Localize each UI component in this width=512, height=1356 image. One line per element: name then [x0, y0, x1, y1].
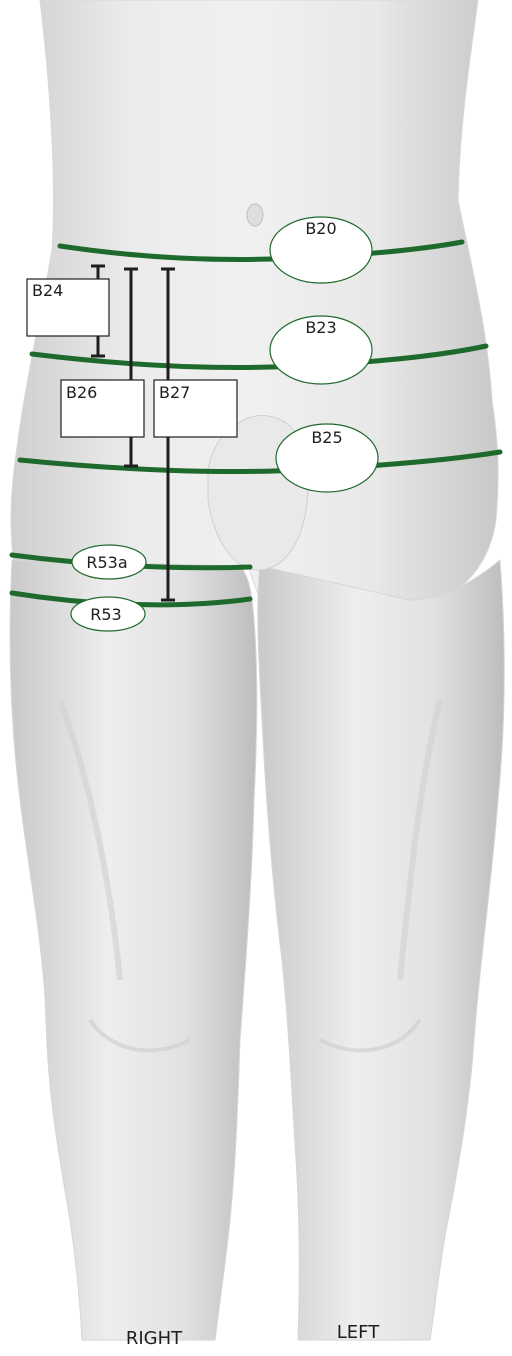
- label-oval-b25: B25: [276, 424, 378, 492]
- label-box-b26: B26: [61, 380, 144, 437]
- label-oval-b23: B23: [270, 316, 372, 384]
- label-b23: B23: [305, 318, 336, 337]
- label-oval-r53a: R53a: [72, 545, 146, 579]
- side-label-left: LEFT: [337, 1322, 380, 1343]
- label-b24: B24: [32, 281, 63, 300]
- label-box-b24: B24: [27, 279, 109, 336]
- label-b20: B20: [305, 219, 336, 238]
- side-label-right: RIGHT: [126, 1328, 183, 1349]
- label-b27: B27: [159, 383, 190, 402]
- navel: [247, 204, 263, 226]
- label-r53a: R53a: [86, 553, 127, 572]
- label-oval-b20: B20: [270, 217, 372, 283]
- label-b26: B26: [66, 383, 97, 402]
- left-leg-silhouette: [258, 560, 504, 1340]
- label-r53: R53: [90, 605, 121, 624]
- label-box-b27: B27: [154, 380, 237, 437]
- label-b25: B25: [311, 428, 342, 447]
- right-leg-silhouette: [10, 560, 257, 1340]
- label-oval-r53: R53: [71, 597, 145, 631]
